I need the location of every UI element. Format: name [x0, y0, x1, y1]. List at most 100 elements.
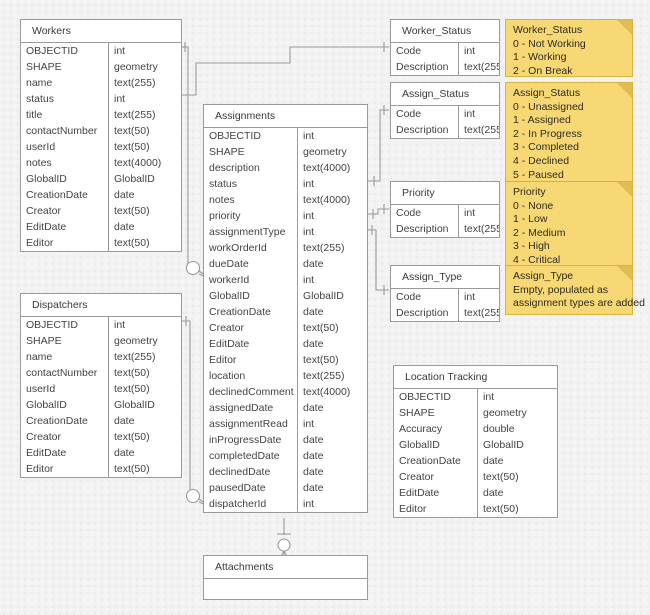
- field-type: date: [114, 447, 135, 459]
- field-name: status: [204, 176, 298, 192]
- field-type: text(255): [303, 242, 345, 254]
- note-fold-icon: [617, 83, 632, 98]
- note-assign-type[interactable]: Assign_Type Empty, populated as assignme…: [505, 265, 645, 315]
- field-type: text(50): [114, 125, 150, 137]
- note-line: 0 - Unassigned: [513, 100, 584, 113]
- field-type: date: [114, 189, 135, 201]
- note-priority[interactable]: Priority 0 - None 1 - Low 2 - Medium 3 -…: [505, 181, 633, 266]
- field-name: OBJECTID: [21, 317, 109, 333]
- field-type: int: [303, 130, 315, 142]
- field-name: dispatcherId: [204, 496, 298, 512]
- field-row: CreationDate date: [204, 304, 367, 320]
- field-type: text(4000): [303, 194, 351, 206]
- note-title: Assign_Type: [513, 270, 574, 282]
- field-type: geometry: [483, 407, 527, 419]
- field-row: userId text(50): [21, 139, 181, 155]
- field-type: text(50): [303, 354, 339, 366]
- field-name: name: [21, 349, 109, 365]
- note-title: Worker_Status: [513, 24, 583, 36]
- field-type: geometry: [303, 146, 347, 158]
- field-name: EditDate: [21, 445, 109, 461]
- entity-body-empty: [204, 579, 367, 599]
- field-name: workerId: [204, 272, 298, 288]
- field-name: Code: [391, 205, 459, 221]
- field-type: date: [303, 466, 324, 478]
- field-name: contactNumber: [21, 365, 109, 381]
- field-name: SHAPE: [21, 333, 109, 349]
- note-assign-status[interactable]: Assign_Status 0 - Unassigned 1 - Assigne…: [505, 82, 633, 194]
- field-name: assignmentRead: [204, 416, 298, 432]
- field-row: SHAPE geometry: [394, 405, 557, 421]
- field-name: Accuracy: [394, 421, 478, 437]
- note-line: assignment types are added: [513, 297, 645, 310]
- field-name: GlobalID: [394, 437, 478, 453]
- field-name: Creator: [204, 320, 298, 336]
- entity-title-assign-status: Assign_Status: [391, 83, 499, 106]
- field-type: int: [114, 319, 126, 331]
- field-type: int: [303, 274, 315, 286]
- field-name: notes: [204, 192, 298, 208]
- field-type: text(4000): [303, 162, 351, 174]
- field-type: text(50): [483, 503, 519, 515]
- field-name: GlobalID: [21, 171, 109, 187]
- field-name: userId: [21, 139, 109, 155]
- field-type: date: [303, 482, 324, 494]
- entity-title-workers: Workers: [21, 20, 181, 43]
- field-name: Editor: [394, 501, 478, 517]
- field-type: date: [303, 306, 324, 318]
- note-fold-icon: [617, 182, 632, 197]
- field-name: userId: [21, 381, 109, 397]
- entity-attachments[interactable]: Attachments: [203, 555, 368, 600]
- note-worker-status[interactable]: Worker_Status 0 - Not Working 1 - Workin…: [505, 19, 633, 77]
- field-type: text(50): [114, 141, 150, 153]
- field-name: Creator: [21, 203, 109, 219]
- entity-title-priority: Priority: [391, 182, 499, 205]
- field-type: text(50): [114, 463, 150, 475]
- field-type: int: [464, 207, 476, 219]
- field-row: EditDate date: [21, 445, 181, 461]
- field-type: date: [303, 402, 324, 414]
- note-line: Empty, populated as: [513, 283, 608, 296]
- field-name: CreationDate: [204, 304, 298, 320]
- field-type: geometry: [114, 61, 158, 73]
- note-fold-icon: [617, 266, 632, 281]
- field-type: int: [464, 291, 476, 303]
- note-line: 1 - Assigned: [513, 114, 571, 127]
- field-type: int: [483, 391, 495, 403]
- field-type: GlobalID: [483, 439, 524, 451]
- field-name: Creator: [21, 429, 109, 445]
- field-type: text(255): [464, 307, 499, 319]
- field-name: inProgressDate: [204, 432, 298, 448]
- field-name: SHAPE: [394, 405, 478, 421]
